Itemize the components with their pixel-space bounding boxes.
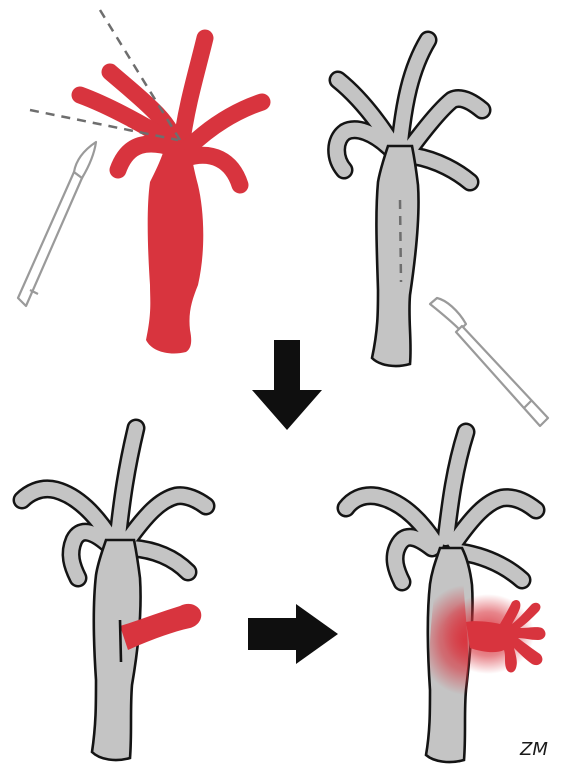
grafted-hydra (22, 428, 206, 760)
donor-body (146, 150, 203, 354)
scalpel-icon (18, 142, 96, 306)
red-donor-hydra (18, 10, 262, 354)
grey-host-hydra (337, 40, 548, 426)
graft-incision-line (120, 620, 121, 662)
hydra-with-induced-head (346, 432, 545, 762)
grafted-body (92, 540, 141, 760)
scalpel-icon (430, 298, 548, 426)
down-arrow-icon (252, 340, 322, 430)
artist-signature: ZM (519, 739, 548, 760)
induced-second-head (442, 594, 545, 674)
right-arrow-icon (248, 604, 338, 664)
host-body (372, 146, 419, 366)
